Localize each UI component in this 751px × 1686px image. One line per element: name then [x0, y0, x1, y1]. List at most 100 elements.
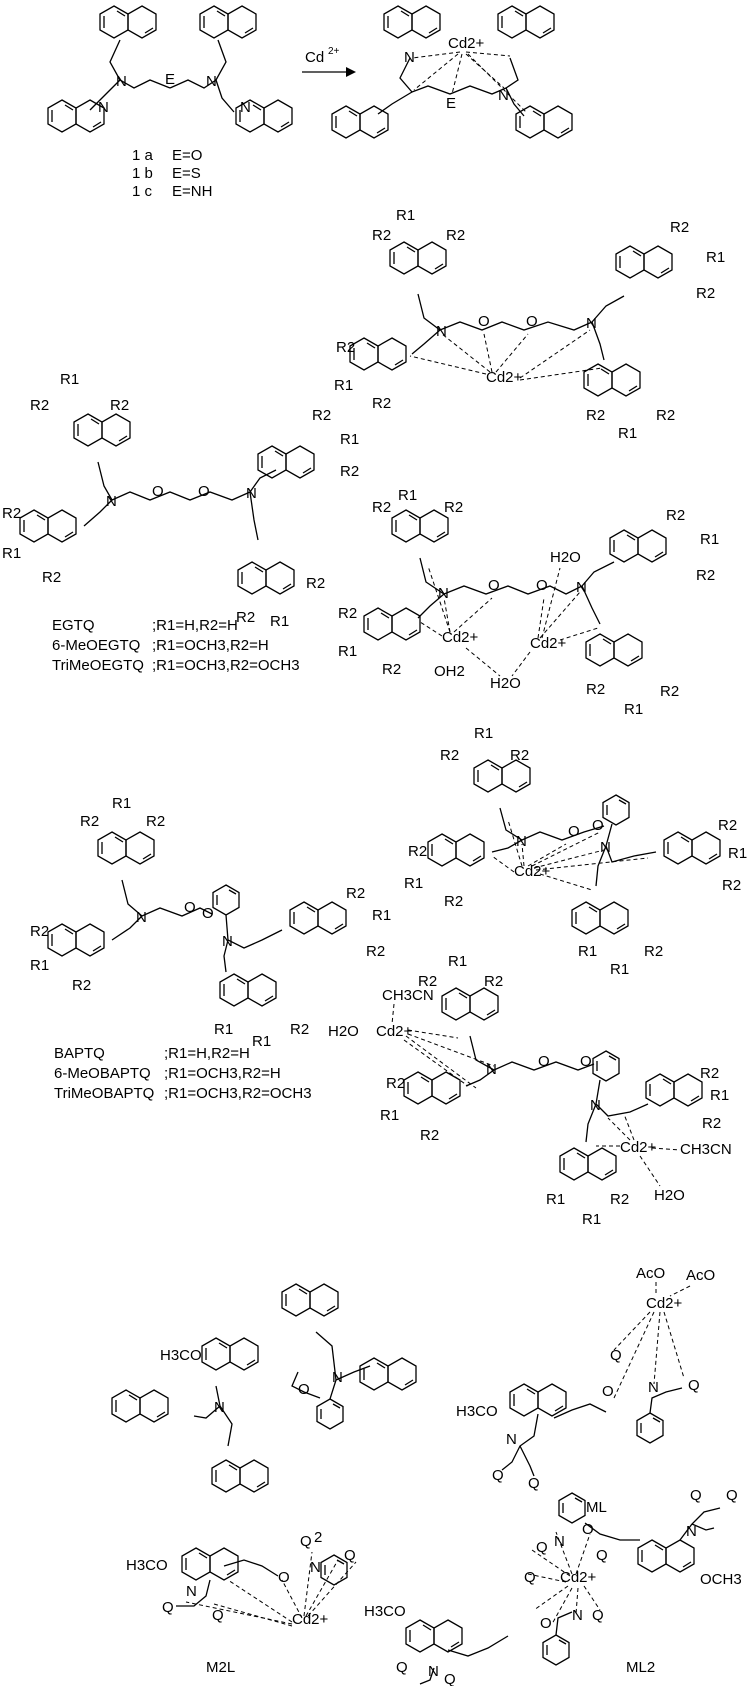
baptq-h2o: H2O [328, 1023, 359, 1040]
scheme1-n-quin: N [240, 99, 251, 116]
ml2-q: Q [536, 1539, 548, 1556]
scheme1-n-left: N [116, 73, 127, 90]
egtq-r2: R2 [446, 227, 465, 244]
baptq-r2: R2 [420, 1127, 439, 1144]
legend-name: TriMeOBAPTQ [54, 1085, 154, 1102]
baptq-r1: R1 [610, 961, 629, 978]
egtq-r2: R2 [656, 407, 675, 424]
egtq-o: O [152, 483, 164, 500]
m2l-h3co: H3CO [126, 1557, 168, 1574]
baptq-r2: R2 [72, 977, 91, 994]
baptq-m2l-complex: CH3CN H2O Cd2+ Cd2+ CH3CN H2O N O O N R1… [328, 953, 732, 1228]
ml2-n: N [686, 1523, 697, 1540]
baptq-legend: BAPTQ ;R1=H,R2=H 6-MeOBAPTQ ;R1=OCH3,R2=… [54, 1045, 312, 1102]
egtq-r2: R2 [382, 661, 401, 678]
ml-aco: AcO [636, 1265, 665, 1282]
scheme1-n: N [498, 87, 509, 104]
scheme1-n-quin: N [98, 99, 109, 116]
egtq-r2: R2 [336, 339, 355, 356]
ml-h3co: H3CO [456, 1403, 498, 1420]
baptq-r2: R2 [80, 813, 99, 830]
ml-n: N [506, 1431, 517, 1448]
baptq-r2: R2 [644, 943, 663, 960]
legend-subst: ;R1=H,R2=H [164, 1045, 250, 1062]
egtq-oh2: OH2 [434, 663, 465, 680]
series-label: 1 a [132, 147, 154, 164]
baptq-o: O [538, 1053, 550, 1070]
egtq-r2: R2 [444, 499, 463, 516]
baptq-r2: R2 [418, 973, 437, 990]
egtq-ml-complex: Cd2+ N O O N R1 R2 R2 R2 R1 R2 R2 R1 R2 … [334, 207, 725, 442]
egtq-legend: EGTQ ;R1=H,R2=H 6-MeOEGTQ ;R1=OCH3,R2=H … [52, 617, 300, 674]
baptq-n: N [486, 1061, 497, 1078]
egtq-n: N [438, 585, 449, 602]
ml2-q: Q [524, 1569, 536, 1586]
m2l-q: Q [212, 1607, 224, 1624]
baptq-r2: R2 [702, 1115, 721, 1132]
egtq-r2: R2 [372, 227, 391, 244]
egtq-n: N [106, 493, 117, 510]
egtq-o: O [488, 577, 500, 594]
egtq-ligand: N O O N R1 R2 R2 R2 R1 R2 R2 R1 R2 R2 R1… [2, 371, 359, 630]
baptq-r1: R1 [710, 1087, 729, 1104]
egtq-r1: R1 [700, 531, 719, 548]
egtq-m2l-cd: Cd2+ [442, 629, 479, 646]
egtq-o: O [198, 483, 210, 500]
baptq-r2: R2 [366, 943, 385, 960]
scheme1-n-right: N [206, 73, 217, 90]
egtq-r2: R2 [30, 397, 49, 414]
baptq-ligand: N O O N R1 R2 R2 R2 R1 R2 R2 R1 R2 R1 R1… [30, 795, 391, 1050]
ml2-och3: OCH3 [700, 1571, 742, 1588]
egtq-r1: R1 [340, 431, 359, 448]
ml2-label: ML2 [626, 1659, 655, 1676]
baptq-r2: R2 [700, 1065, 719, 1082]
baptq-n: N [222, 933, 233, 950]
reagent-charge: 2+ [328, 46, 340, 57]
egtq-r2: R2 [670, 219, 689, 236]
egtq-r1: R1 [706, 249, 725, 266]
baptq-r1: R1 [546, 1191, 565, 1208]
egtq-r1: R1 [338, 643, 357, 660]
egtq-r2: R2 [312, 407, 331, 424]
ml2-q: Q [596, 1547, 608, 1564]
egtq-r2: R2 [340, 463, 359, 480]
ml-q: Q [528, 1475, 540, 1492]
ml2-q: Q [592, 1607, 604, 1624]
ml-n: N [648, 1379, 659, 1396]
baptq-o: O [592, 817, 604, 834]
egtq-r2: R2 [338, 605, 357, 622]
scheme1-n: N [404, 49, 415, 66]
baptq-ch3cn: CH3CN [382, 987, 434, 1004]
egtq-n: N [246, 485, 257, 502]
egtq-r2: R2 [236, 609, 255, 626]
egtq-r2: R2 [660, 683, 679, 700]
egtq-r2: R2 [696, 567, 715, 584]
baptq-m2l-cd: Cd2+ [620, 1139, 657, 1156]
egtq-n: N [436, 323, 447, 340]
legend-name: 6-MeOBAPTQ [54, 1065, 151, 1082]
series-definition: E=NH [172, 183, 212, 200]
ml-cd: Cd2+ [646, 1295, 683, 1312]
egtq-r2: R2 [2, 505, 21, 522]
compound-2: H3CO O N N 2 [111, 1283, 417, 1546]
baptq-r1: R1 [582, 1211, 601, 1228]
ml2-q: Q [444, 1671, 456, 1686]
ml2-h3co: H3CO [364, 1603, 406, 1620]
baptq-r2: R2 [408, 843, 427, 860]
baptq-o: O [568, 823, 580, 840]
ml-aco: AcO [686, 1267, 715, 1284]
baptq-r1: R1 [214, 1021, 233, 1038]
baptq-ml-cd: Cd2+ [514, 863, 551, 880]
baptq-r2: R2 [440, 747, 459, 764]
baptq-n: N [516, 833, 527, 850]
legend-subst: ;R1=H,R2=H [152, 617, 238, 634]
baptq-r2: R2 [718, 817, 737, 834]
legend-name: BAPTQ [54, 1045, 105, 1062]
baptq-n: N [590, 1097, 601, 1114]
compound2-n: N [332, 1369, 343, 1386]
egtq-r1: R1 [2, 545, 21, 562]
egtq-n: N [576, 579, 587, 596]
legend-name: EGTQ [52, 617, 95, 634]
legend-subst: ;R1=OCH3,R2=OCH3 [152, 657, 300, 674]
